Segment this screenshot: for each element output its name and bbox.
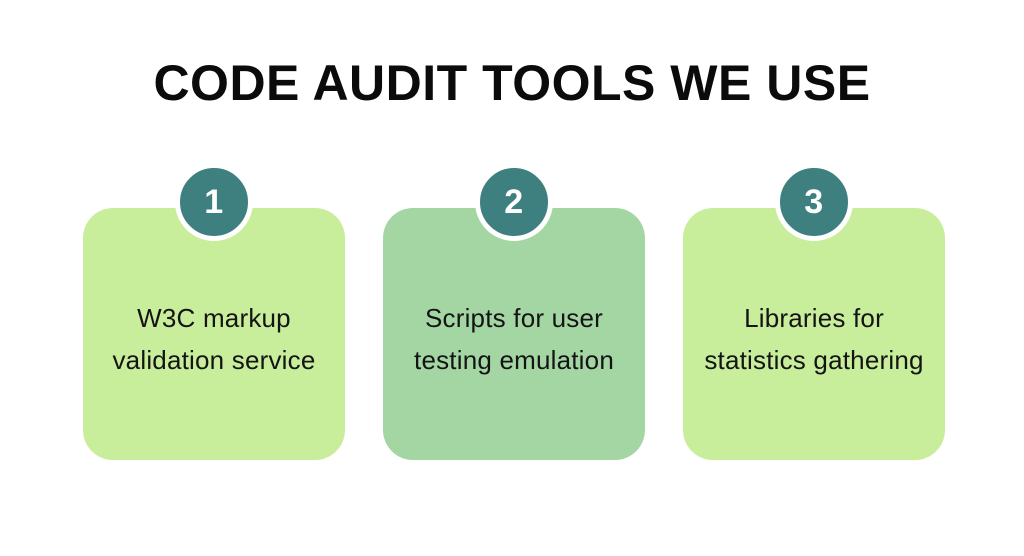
page-title: CODE AUDIT TOOLS WE USE: [153, 55, 871, 111]
number-badge-1: 1: [175, 163, 253, 241]
number-badge-label-3: 3: [804, 183, 824, 221]
number-badge-2: 2: [475, 163, 553, 241]
card-text-2: Scripts for user testing emulation: [414, 303, 614, 375]
number-badge-3: 3: [775, 163, 853, 241]
number-badge-label-1: 1: [204, 183, 224, 221]
card-list: 1 W3C markup validation service 2 Script…: [83, 163, 945, 460]
card-text-3: Libraries for statistics gathering: [704, 303, 924, 375]
card-item-2[interactable]: 2 Scripts for user testing emulation: [383, 163, 645, 460]
card-text-1: W3C markup validation service: [112, 303, 316, 375]
card-item-3[interactable]: 3 Libraries for statistics gathering: [683, 163, 945, 460]
number-badge-label-2: 2: [504, 183, 524, 221]
card-item-1[interactable]: 1 W3C markup validation service: [83, 163, 345, 460]
